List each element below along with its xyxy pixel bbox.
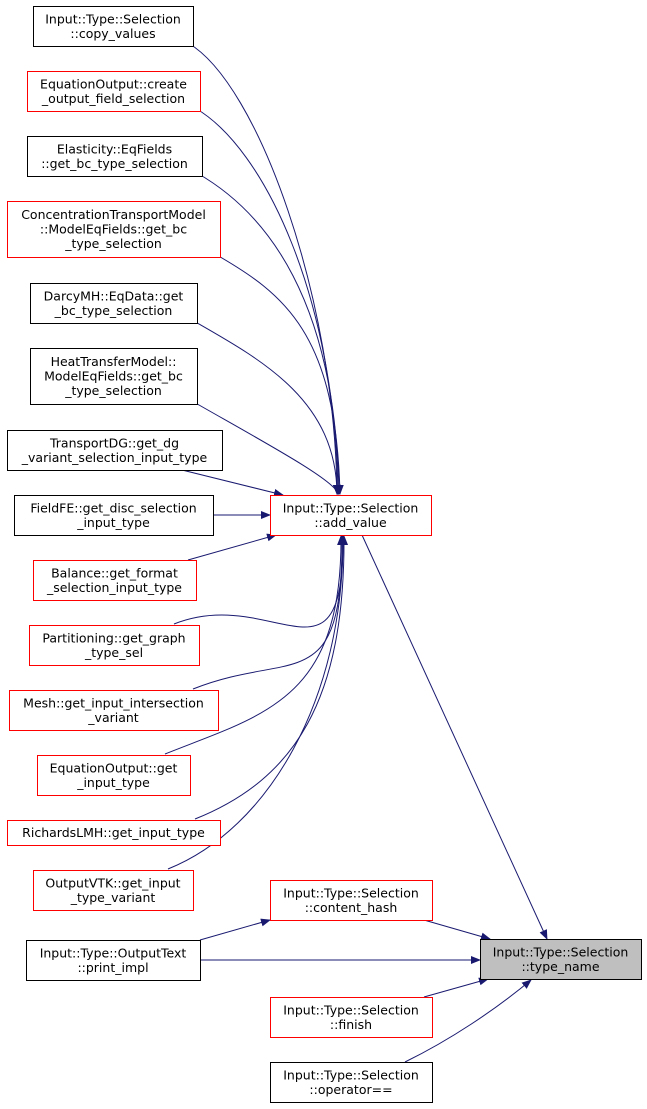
node-box	[14, 495, 214, 536]
node-mesh[interactable]: Mesh::get_input_intersection_variant	[9, 690, 219, 731]
node-box	[7, 430, 223, 471]
node-label-line: _bc_type_selection	[54, 303, 173, 318]
node-label-line: _input_type	[76, 515, 150, 530]
node-label-line: TransportDG::get_dg	[49, 435, 179, 450]
edge-outputtext-to-content_hash	[199, 918, 271, 941]
node-label-line: Input::Type::OutputText	[40, 945, 187, 960]
node-darcy[interactable]: DarcyMH::EqData::get_bc_type_selection	[30, 283, 198, 324]
node-label-line: ::content_hash	[305, 900, 398, 915]
node-label-line: OutputVTK::get_input	[45, 875, 180, 890]
node-label-line: EquationOutput::get	[50, 760, 178, 775]
node-box	[7, 201, 221, 258]
node-label-line: HeatTransferModel::	[51, 354, 177, 369]
node-heat[interactable]: HeatTransferModel::ModelEqFields::get_bc…	[30, 348, 198, 405]
node-label-line: ::print_impl	[77, 960, 148, 975]
edge-darcy-to-add_value	[191, 319, 341, 495]
node-outputtext[interactable]: Input::Type::OutputText::print_impl	[26, 940, 201, 981]
node-box	[270, 880, 433, 921]
node-label-line: ::copy_values	[70, 26, 155, 41]
node-content-hash[interactable]: Input::Type::Selection::content_hash	[270, 880, 433, 921]
node-label-line: _type_selection	[64, 236, 162, 251]
edge-heat-to-add_value	[191, 400, 341, 495]
node-label-line: _type_variant	[70, 890, 156, 905]
node-box	[270, 997, 433, 1038]
node-box	[30, 283, 198, 324]
node-outputvtk[interactable]: OutputVTK::get_input_type_variant	[33, 870, 194, 911]
node-label-line: ::ModelEqFields::get_bc	[40, 222, 187, 237]
nodes: Input::Type::Selection::copy_valuesEquat…	[7, 6, 642, 1103]
node-box	[7, 820, 221, 846]
node-box	[30, 348, 198, 405]
node-label-line: RichardsLMH::get_input_type	[22, 825, 205, 840]
edge-operator_eq-to-type_name	[404, 979, 532, 1063]
node-richards[interactable]: RichardsLMH::get_input_type	[7, 820, 221, 846]
node-box	[270, 495, 432, 536]
edge-mesh-to-add_value	[192, 535, 347, 690]
edge-content_hash-to-type_name	[423, 919, 491, 941]
node-label-line: Partitioning::get_graph	[42, 630, 185, 645]
node-eo-create[interactable]: EquationOutput::create_output_field_sele…	[27, 71, 201, 112]
edge-balance-to-add_value	[187, 533, 277, 561]
node-box	[37, 755, 191, 796]
node-label-line: ::type_name	[521, 959, 599, 974]
node-box	[27, 71, 201, 112]
edges	[164, 42, 548, 1063]
node-label-line: Balance::get_format	[51, 565, 178, 580]
edge-add_value-to-type_name	[361, 534, 548, 940]
node-elasticity[interactable]: Elasticity::EqFields::get_bc_type_select…	[27, 136, 203, 177]
node-box	[9, 690, 219, 731]
edge-richards-to-add_value	[194, 535, 349, 820]
node-label-line: ::operator==	[309, 1082, 392, 1097]
node-label-line: _variant_selection_input_type	[21, 450, 208, 465]
node-box	[33, 870, 194, 911]
edge-transportdg-to-add_value	[181, 469, 284, 497]
node-label-line: ModelEqFields::get_bc	[44, 369, 183, 384]
node-label-line: EquationOutput::create	[40, 76, 187, 91]
node-label-line: Input::Type::Selection	[283, 885, 419, 900]
node-balance[interactable]: Balance::get_format_selection_input_type	[33, 560, 197, 601]
node-box	[27, 136, 203, 177]
node-label-line: _input_type	[76, 775, 150, 790]
node-type-name[interactable]: Input::Type::Selection::type_name	[480, 939, 642, 980]
node-box	[29, 625, 200, 666]
node-box	[33, 6, 194, 47]
node-add-value[interactable]: Input::Type::Selection::add_value	[270, 495, 432, 536]
node-box	[26, 940, 201, 981]
edge-concentration-to-add_value	[214, 253, 344, 495]
node-eo-get[interactable]: EquationOutput::get_input_type	[37, 755, 191, 796]
node-finish[interactable]: Input::Type::Selection::finish	[270, 997, 433, 1038]
node-operator-eq[interactable]: Input::Type::Selection::operator==	[270, 1062, 433, 1103]
node-label-line: Mesh::get_input_intersection	[23, 695, 204, 710]
edge-finish-to-type_name	[423, 977, 489, 998]
node-fieldfe[interactable]: FieldFE::get_disc_selection_input_type	[14, 495, 214, 536]
node-label-line: Input::Type::Selection	[283, 1002, 419, 1017]
node-transportdg[interactable]: TransportDG::get_dg_variant_selection_in…	[7, 430, 223, 471]
node-box	[33, 560, 197, 601]
node-label-line: FieldFE::get_disc_selection	[30, 500, 196, 515]
node-label-line: _selection_input_type	[46, 580, 182, 595]
node-label-line: DarcyMH::EqData::get	[44, 288, 184, 303]
node-partitioning[interactable]: Partitioning::get_graph_type_sel	[29, 625, 200, 666]
node-label-line: Input::Type::Selection	[283, 500, 419, 515]
node-label-line: Input::Type::Selection	[493, 944, 629, 959]
node-label-line: _type_sel	[84, 645, 143, 660]
edge-eo_get-to-add_value	[164, 535, 346, 755]
node-label-line: ::get_bc_type_selection	[41, 156, 188, 171]
node-label-line: _variant	[87, 710, 139, 725]
node-copy-values[interactable]: Input::Type::Selection::copy_values	[33, 6, 194, 47]
edge-outputvtk-to-add_value	[167, 535, 348, 870]
node-label-line: _output_field_selection	[41, 91, 185, 106]
node-label-line: _type_selection	[64, 383, 162, 398]
node-label-line: ::finish	[330, 1017, 372, 1032]
node-concentration[interactable]: ConcentrationTransportModel::ModelEqFiel…	[7, 201, 221, 258]
node-box	[270, 1062, 433, 1103]
node-label-line: Input::Type::Selection	[283, 1067, 419, 1082]
node-label-line: ::add_value	[314, 515, 387, 530]
node-label-line: Elasticity::EqFields	[57, 141, 172, 156]
node-label-line: Input::Type::Selection	[45, 11, 181, 26]
node-label-line: ConcentrationTransportModel	[21, 207, 206, 222]
edge-partitioning-to-add_value	[173, 535, 348, 628]
node-box	[480, 939, 642, 980]
edge-copy_values-to-add_value	[187, 42, 341, 495]
